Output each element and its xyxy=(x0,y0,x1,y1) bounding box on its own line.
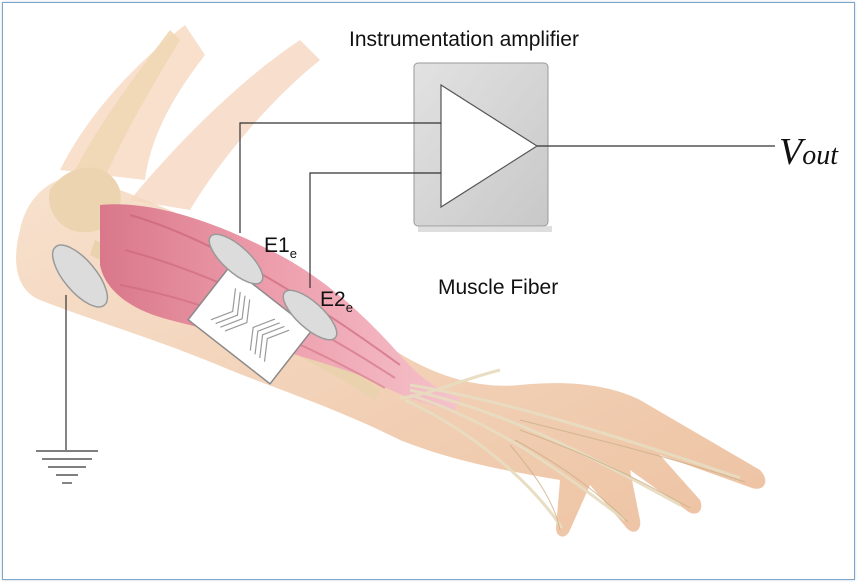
electrode-e1-label: E1e xyxy=(264,234,297,261)
wire-e1 xyxy=(240,123,441,233)
electrode-e1-main: E1 xyxy=(264,234,290,257)
electrode-e2-label: E2e xyxy=(320,288,353,315)
muscle-fiber-label: Muscle Fiber xyxy=(438,276,558,300)
electrode-e2-main: E2 xyxy=(320,288,346,311)
output-voltage-main: V xyxy=(779,131,802,173)
ground-symbol-icon xyxy=(36,451,98,483)
electrode-e2-subscript: e xyxy=(346,300,353,315)
electrode-e1-subscript: e xyxy=(290,246,297,261)
output-voltage-subscript: out xyxy=(802,140,838,171)
output-voltage-label: Vout xyxy=(779,130,838,174)
amplifier-title: Instrumentation amplifier xyxy=(349,28,579,52)
